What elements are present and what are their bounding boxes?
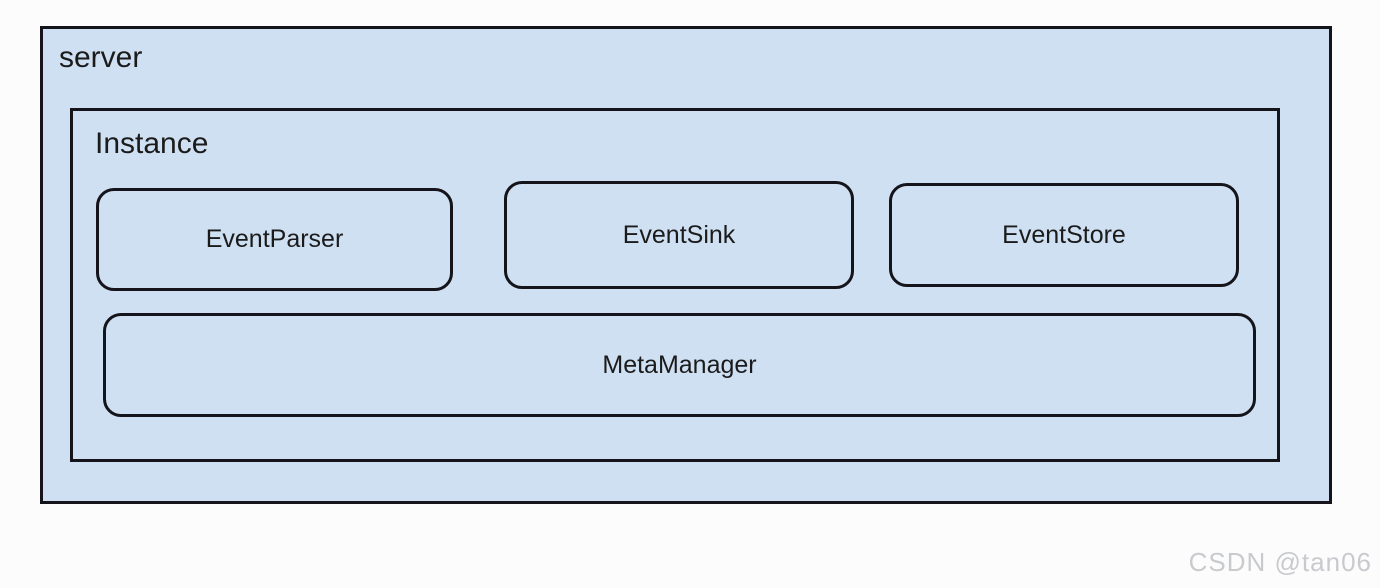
event-sink-box: EventSink bbox=[504, 181, 854, 289]
meta-manager-box: MetaManager bbox=[103, 313, 1256, 417]
event-sink-label: EventSink bbox=[622, 220, 736, 249]
instance-box: Instance EventParser EventSink EventStor… bbox=[70, 108, 1280, 462]
server-label: server bbox=[59, 41, 143, 74]
event-parser-box: EventParser bbox=[96, 188, 453, 291]
server-box: server Instance EventParser EventSink Ev… bbox=[40, 26, 1332, 504]
event-store-label: EventStore bbox=[1002, 220, 1126, 249]
meta-manager-label: MetaManager bbox=[602, 350, 757, 379]
watermark: CSDN @tan06 bbox=[1188, 547, 1372, 577]
instance-label: Instance bbox=[95, 127, 209, 160]
event-store-box: EventStore bbox=[889, 183, 1239, 287]
event-parser-label: EventParser bbox=[205, 225, 344, 253]
